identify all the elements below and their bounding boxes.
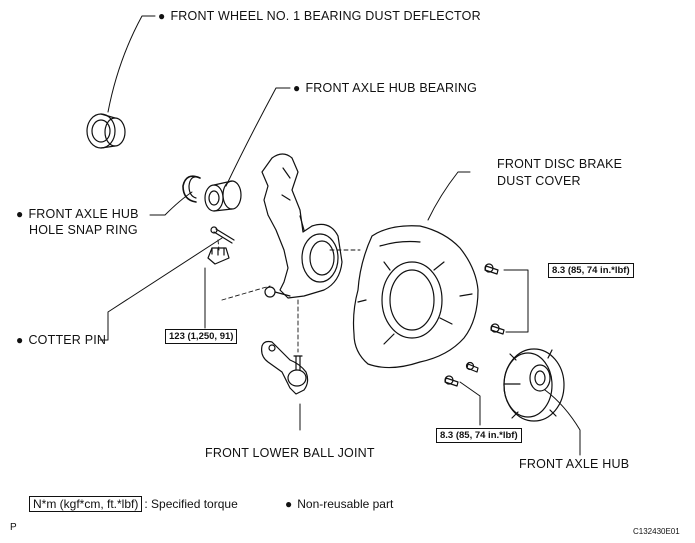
nonreusable-bullet-icon: ● <box>293 81 301 95</box>
label-dust-deflector: ●FRONT WHEEL NO. 1 BEARING DUST DEFLECTO… <box>158 9 481 23</box>
axle-hub-part <box>503 348 565 422</box>
nonreusable-bullet-icon: ● <box>158 9 166 23</box>
leader-disc-cover <box>427 171 471 221</box>
dust-deflector-part <box>86 113 126 149</box>
leader-cotter-pin <box>99 237 223 341</box>
leader-hub-bearing <box>225 87 291 187</box>
cotter-pin-part <box>210 226 235 244</box>
dust-cover-part <box>352 225 479 369</box>
castle-nut-part <box>207 247 230 265</box>
snap-ring-part <box>182 175 201 203</box>
label-axle-hub: FRONT AXLE HUB <box>519 457 630 471</box>
torque-box-nut: 123 (1,250, 91) <box>165 329 238 344</box>
nonreusable-bullet-icon: ● <box>16 333 24 347</box>
dashed-nut-knuckle <box>221 285 271 301</box>
hub-bearing-part <box>204 180 242 212</box>
label-disc-cover-line1: FRONT DISC BRAKE <box>497 157 623 171</box>
leader-dust-deflector <box>107 15 156 113</box>
image-code: C132430E01 <box>633 527 680 536</box>
label-snap-ring: ●FRONT AXLE HUB <box>16 207 139 221</box>
steering-knuckle-part <box>261 153 343 299</box>
legend-torque-desc: : Specified torque <box>144 497 238 511</box>
legend-nonreusable: ●Non-reusable part <box>285 497 394 511</box>
leader-torque-lower <box>459 381 481 426</box>
leader-snap-ring <box>149 191 193 216</box>
corner-marker: P <box>10 522 17 533</box>
nonreusable-bullet-icon: ● <box>285 497 293 511</box>
label-disc-cover-line2: DUST COVER <box>497 174 581 188</box>
legend-torque-unit: N*m (kgf*cm, ft.*lbf) <box>29 496 143 512</box>
torque-box-upper: 8.3 (85, 74 in.*lbf) <box>548 263 634 278</box>
label-cotter-pin: ●COTTER PIN <box>16 333 107 347</box>
label-snap-ring-line2: HOLE SNAP RING <box>29 223 138 237</box>
leader-lines <box>99 15 581 456</box>
legend-torque: N*m (kgf*cm, ft.*lbf): Specified torque <box>29 496 238 512</box>
lower-ball-joint-part <box>261 340 309 395</box>
cover-bolts <box>444 263 505 387</box>
nonreusable-bullet-icon: ● <box>16 207 24 221</box>
label-ball-joint: FRONT LOWER BALL JOINT <box>205 446 375 460</box>
leader-torque-upper <box>503 269 529 333</box>
torque-box-lower: 8.3 (85, 74 in.*lbf) <box>436 428 522 443</box>
label-hub-bearing: ●FRONT AXLE HUB BEARING <box>293 81 478 95</box>
leader-axle-hub <box>544 389 581 456</box>
